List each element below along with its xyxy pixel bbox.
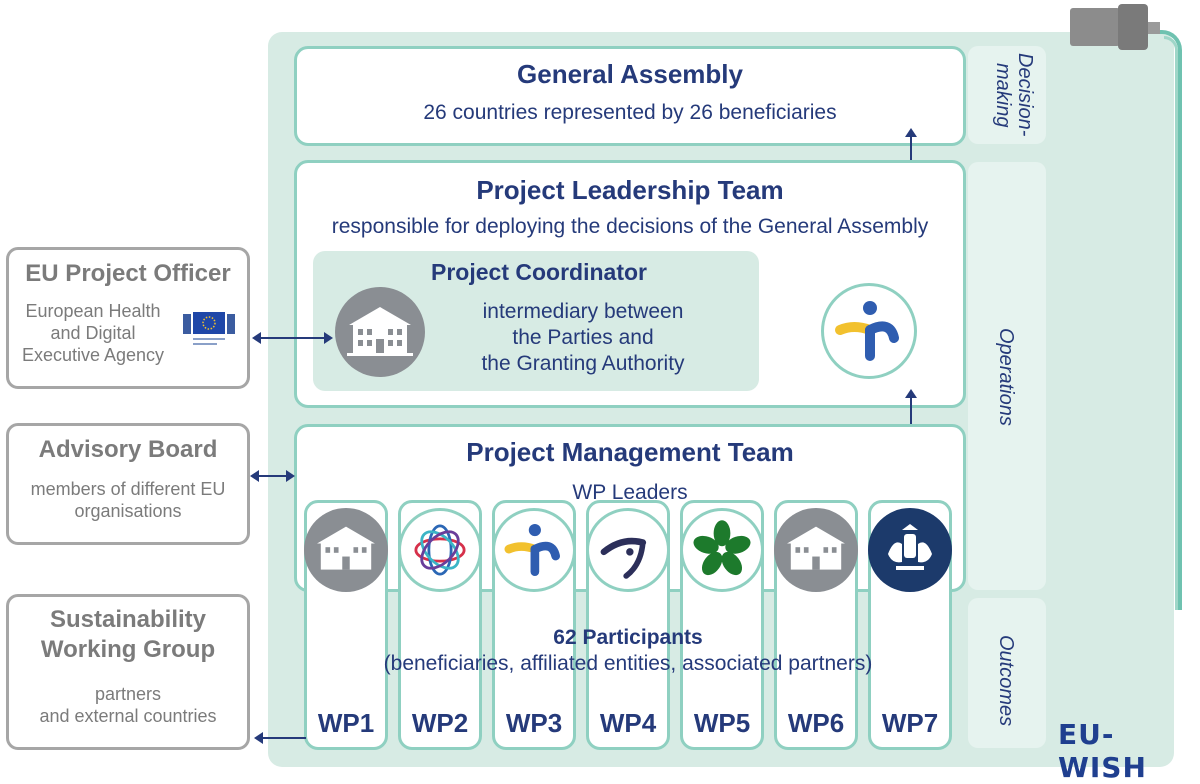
wp1-label: WP1 bbox=[317, 708, 375, 738]
connector-pipe bbox=[1158, 30, 1182, 610]
management-subtitle: WP Leaders bbox=[572, 481, 688, 504]
wp4-arc-figure-logo-icon bbox=[586, 508, 670, 592]
arrow-head-left bbox=[250, 470, 259, 482]
eu-wish-wordmark: EU-WISH bbox=[1058, 718, 1147, 784]
sustainability-desc: partners and external countries bbox=[9, 683, 247, 727]
coordinator-desc: intermediary between the Parties and the… bbox=[433, 299, 733, 377]
plug-tip-icon bbox=[1148, 22, 1160, 34]
participants-title: 62 Participants bbox=[553, 626, 703, 649]
wp1-building-logo-icon bbox=[304, 508, 388, 592]
advisory-title: Advisory Board bbox=[38, 436, 218, 463]
eu-officer-line-2: and Digital bbox=[50, 323, 136, 343]
general-assembly-subtitle: 26 countries represented by 26 beneficia… bbox=[423, 101, 837, 124]
coordinator-box: Project Coordinator intermediary between… bbox=[313, 251, 759, 391]
sustainability-box: Sustainability Working Group partners an… bbox=[6, 594, 250, 750]
operations-strip: Operations bbox=[968, 162, 1046, 590]
leadership-title: Project Leadership Team bbox=[476, 175, 784, 205]
participants-subtitle: (beneficiaries, affiliated entities, ass… bbox=[383, 652, 873, 675]
sustainability-title: Sustainability Working Group bbox=[9, 605, 247, 665]
wp7-label: WP7 bbox=[881, 708, 939, 738]
eu-officer-arrow bbox=[260, 337, 326, 339]
wp7-royal-crest-logo-icon bbox=[868, 508, 952, 592]
sustainability-line-2: and external countries bbox=[39, 706, 217, 726]
advisory-desc: members of different EU organisations bbox=[9, 478, 247, 522]
wp5-green-leaf-logo-icon bbox=[680, 508, 764, 592]
eu-wish-figure-icon bbox=[821, 283, 917, 379]
operations-label: Operations bbox=[995, 328, 1017, 426]
leadership-panel: Project Leadership Team responsible for … bbox=[294, 160, 966, 408]
outcomes-arrow bbox=[262, 737, 306, 739]
wp6-label: WP6 bbox=[787, 708, 845, 738]
advisory-line-2: organisations bbox=[74, 501, 182, 521]
leadership-subtitle: responsible for deploying the decisions … bbox=[331, 215, 929, 238]
advisory-line-1: members of different EU bbox=[30, 479, 226, 499]
arrow-head-up bbox=[905, 389, 917, 398]
sustainability-line-1: partners bbox=[94, 684, 162, 704]
eu-officer-box: EU Project Officer European Health and D… bbox=[6, 247, 250, 389]
wp3-label: WP3 bbox=[505, 708, 563, 738]
sustainability-title-2: Working Group bbox=[40, 636, 216, 663]
sustainability-title-1: Sustainability bbox=[49, 606, 207, 633]
decision-making-label: Decision-making bbox=[992, 53, 1036, 137]
arrow-head-left bbox=[254, 732, 263, 744]
wp3-eu-wish-figure-logo-icon bbox=[492, 508, 576, 592]
coordinator-line-3: the Granting Authority bbox=[481, 352, 685, 375]
wp5-label: WP5 bbox=[693, 708, 751, 738]
decision-making-strip: Decision-making bbox=[968, 46, 1046, 144]
arrow-head-left bbox=[252, 332, 261, 344]
wp2-globe-rings-logo-icon bbox=[398, 508, 482, 592]
coordinator-line-1: intermediary between bbox=[482, 300, 684, 323]
advisory-arrow bbox=[258, 475, 288, 477]
arrow-head-right bbox=[286, 470, 295, 482]
general-assembly-title: General Assembly bbox=[517, 59, 743, 89]
plug-icon bbox=[1070, 8, 1120, 46]
arrow-head-up bbox=[905, 128, 917, 137]
wp2-label: WP2 bbox=[411, 708, 469, 738]
connector-pipe-inner bbox=[1164, 36, 1178, 610]
eu-officer-line-1: European Health bbox=[25, 301, 161, 321]
eu-officer-line-3: Executive Agency bbox=[21, 345, 165, 365]
wp6-building-logo-icon bbox=[774, 508, 858, 592]
eu-officer-title: EU Project Officer bbox=[25, 260, 231, 287]
advisory-board-box: Advisory Board members of different EU o… bbox=[6, 423, 250, 545]
outcomes-strip: Outcomes bbox=[968, 598, 1046, 748]
arrow-head-right bbox=[324, 332, 333, 344]
building-logo-icon bbox=[335, 287, 425, 377]
outcomes-label: Outcomes bbox=[995, 635, 1017, 727]
ga-plt-arrow bbox=[910, 136, 912, 174]
coordinator-line-2: the Parties and bbox=[512, 326, 654, 349]
general-assembly-panel: General Assembly 26 countries represente… bbox=[294, 46, 966, 146]
plt-pmt-arrow bbox=[910, 396, 912, 438]
eu-officer-desc: European Health and Digital Executive Ag… bbox=[13, 300, 173, 366]
management-title: Project Management Team bbox=[466, 437, 794, 467]
eu-commission-logo-icon bbox=[179, 308, 239, 352]
plug-head-icon bbox=[1118, 4, 1148, 50]
wp4-label: WP4 bbox=[599, 708, 657, 738]
coordinator-title: Project Coordinator bbox=[431, 259, 647, 285]
